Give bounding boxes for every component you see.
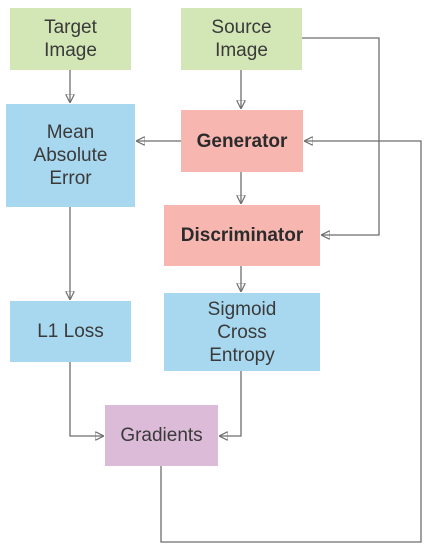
arrow-sigmoid-to-gradients	[220, 371, 242, 436]
sigmoid-cross-entropy-node: Sigmoid Cross Entropy	[164, 293, 320, 371]
arrow-gradients-to-generator	[160, 141, 422, 543]
l1-loss-node: L1 Loss	[10, 301, 131, 362]
arrow-l1-to-gradients	[69, 362, 103, 436]
source-image-node: Source Image	[181, 8, 302, 70]
gradients-node: Gradients	[105, 405, 218, 466]
arrow-source-to-discriminator	[302, 37, 380, 235]
target-image-node: Target Image	[10, 8, 131, 70]
mean-absolute-error-node: Mean Absolute Error	[6, 104, 135, 207]
generator-node: Generator	[181, 110, 303, 172]
discriminator-node: Discriminator	[164, 205, 320, 266]
